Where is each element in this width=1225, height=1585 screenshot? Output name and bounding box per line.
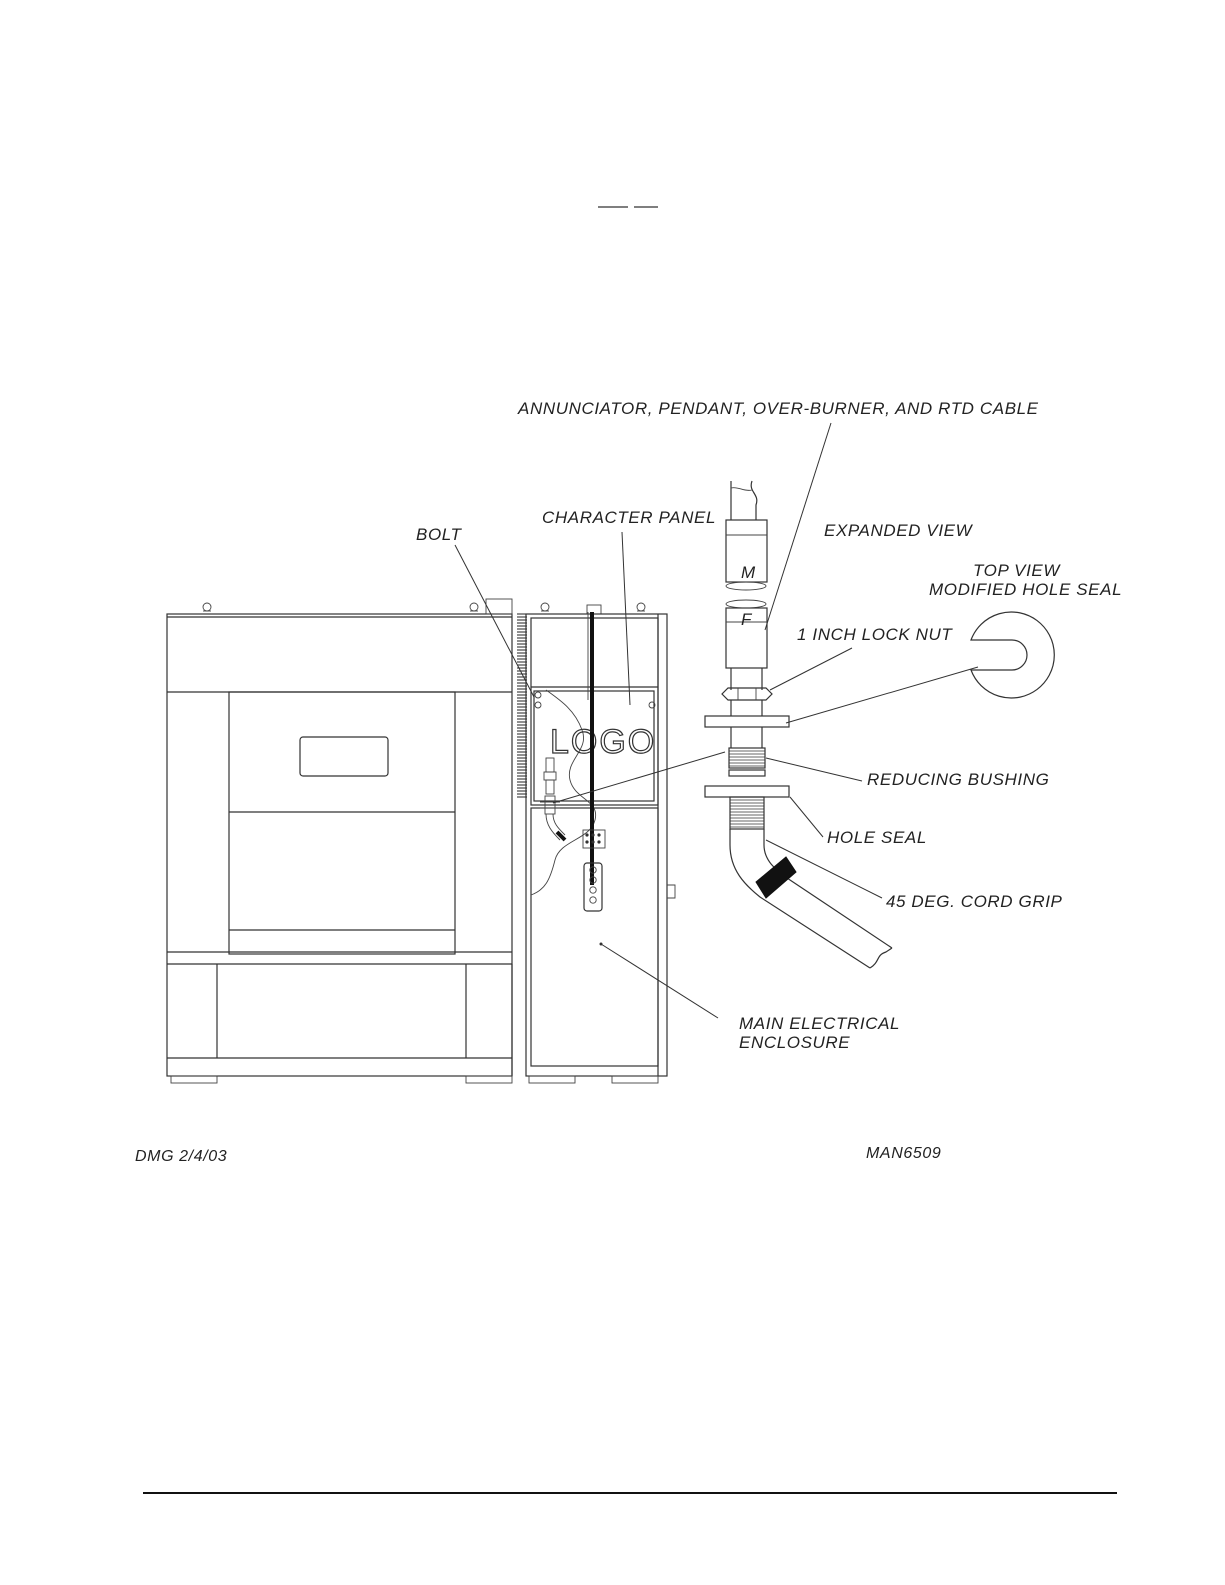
label-cord-grip: 45 DEG. CORD GRIP bbox=[886, 892, 1063, 911]
label-lock-nut: 1 INCH LOCK NUT bbox=[797, 625, 953, 644]
lifting-eye-right bbox=[470, 603, 478, 611]
enclosure-connector bbox=[540, 758, 565, 840]
label-reducing-bushing: REDUCING BUSHING bbox=[867, 770, 1049, 789]
label-cable: ANNUNCIATOR, PENDANT, OVER-BURNER, AND R… bbox=[517, 399, 1039, 418]
label-bolt: BOLT bbox=[416, 525, 463, 544]
cord-grip-threads bbox=[730, 797, 764, 829]
label-top-view: TOP VIEW bbox=[973, 561, 1061, 580]
label-main-electrical: MAIN ELECTRICAL bbox=[739, 1014, 900, 1033]
expanded-view bbox=[705, 481, 892, 968]
logo-text: LOGO bbox=[550, 723, 656, 761]
machine-body bbox=[167, 599, 512, 1083]
electrical-enclosure bbox=[526, 603, 675, 1083]
label-expanded-view: EXPANDED VIEW bbox=[824, 521, 974, 540]
top-view-hole-seal bbox=[971, 612, 1054, 698]
footer-author-date: DMG 2/4/03 bbox=[135, 1148, 227, 1165]
reducing-bushing bbox=[729, 748, 765, 768]
lifting-eye-enclosure-left bbox=[541, 603, 549, 611]
lifting-eye-left bbox=[203, 603, 211, 611]
footer-drawing-number: MAN6509 bbox=[866, 1145, 941, 1162]
label-modified-hole-seal: MODIFIED HOLE SEAL bbox=[929, 580, 1122, 599]
label-hole-seal: HOLE SEAL bbox=[827, 828, 927, 847]
label-character-panel: CHARACTER PANEL bbox=[542, 508, 716, 527]
lifting-eye-enclosure-right bbox=[637, 603, 645, 611]
label-connector-female: F bbox=[741, 610, 753, 629]
label-connector-male: M bbox=[741, 563, 756, 582]
label-enclosure: ENCLOSURE bbox=[739, 1033, 850, 1052]
